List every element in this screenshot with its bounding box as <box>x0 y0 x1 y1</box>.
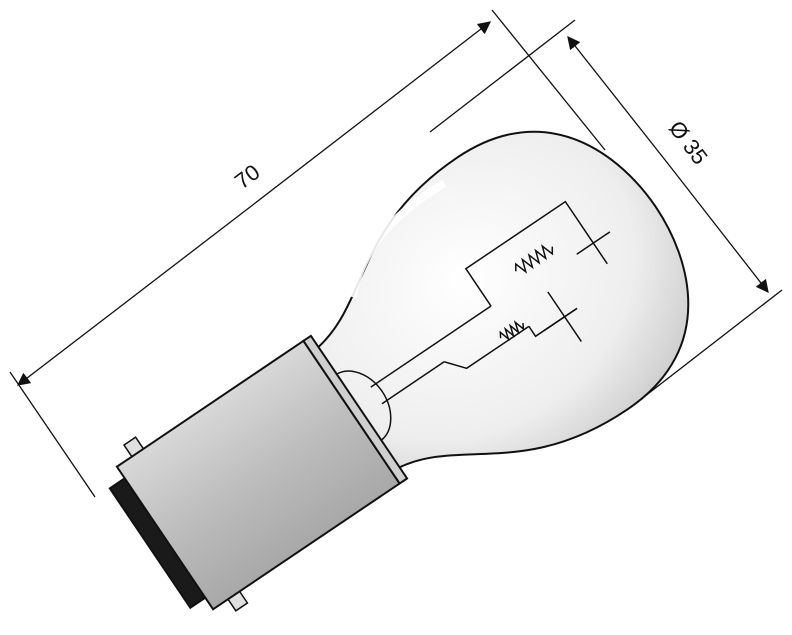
diameter-dimension-line <box>668 164 769 294</box>
bulb <box>108 130 690 612</box>
extension-line <box>429 19 576 133</box>
glass-highlight <box>348 179 447 298</box>
length-label: 70 <box>230 159 265 194</box>
diameter-label: Ø 35 <box>664 116 713 169</box>
diameter-dimension-line <box>567 35 670 166</box>
extension-line <box>491 9 606 151</box>
dimension-lines <box>9 9 783 498</box>
length-dimension-line <box>253 21 492 205</box>
filament-assembly <box>334 200 611 443</box>
extension-line <box>639 289 783 401</box>
base-collar <box>302 334 409 485</box>
extension-line <box>9 371 96 498</box>
length-dimension-line <box>16 203 255 386</box>
